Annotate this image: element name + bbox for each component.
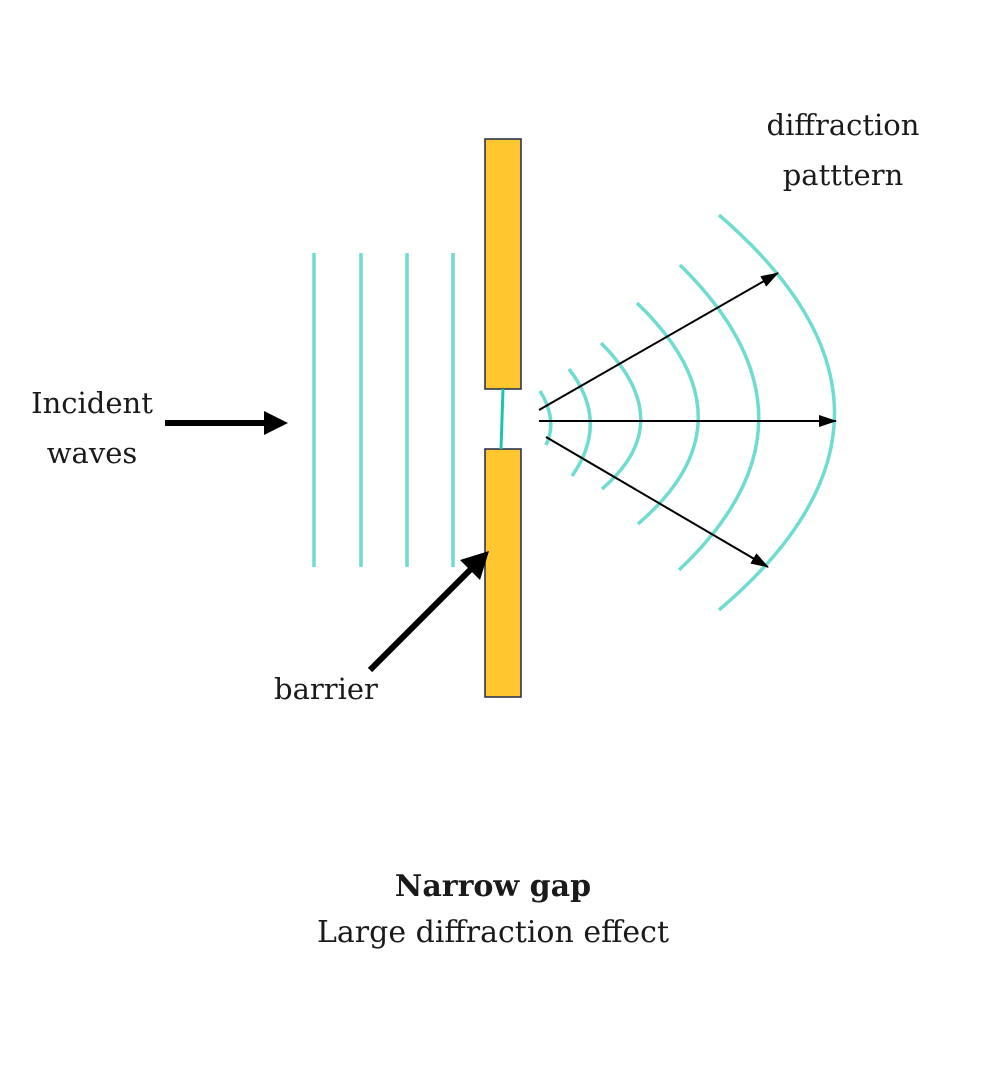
- incident-label-line2: waves: [46, 436, 138, 470]
- diffracted-wavefronts: [538, 213, 837, 612]
- incident-label-line1: Incident: [31, 386, 153, 420]
- direction-arrows: [538, 272, 837, 568]
- caption: Narrow gap Large diffraction effect: [0, 865, 986, 957]
- diffraction-pattern-label: diffraction patttern: [743, 100, 943, 200]
- gap-wavefront: [499, 388, 505, 450]
- barrier-lower: [484, 448, 522, 698]
- diffracted-wavefront: [717, 213, 837, 612]
- incident-waves-label: Incident waves: [20, 378, 164, 478]
- diffracted-wavefront: [599, 341, 643, 491]
- arrow-upper-diagonal: [538, 272, 779, 411]
- diffracted-wavefront: [567, 367, 592, 478]
- incident-arrowhead: [264, 411, 288, 435]
- incident-wavefronts: [312, 253, 455, 567]
- barrier-pointer-arrow: [367, 551, 489, 673]
- diffraction-label-line2: patttern: [782, 158, 904, 192]
- barrier-pointer-arrowhead: [460, 551, 489, 580]
- diffraction-label-line1: diffraction: [766, 108, 920, 142]
- arrow-lower-diagonal: [545, 436, 769, 568]
- diffracted-wavefront: [677, 263, 761, 572]
- diffracted-wavefront: [538, 390, 553, 446]
- diffracted-wavefront: [635, 301, 700, 526]
- barrier-label: barrier: [274, 672, 378, 706]
- incident-arrow: [165, 411, 288, 435]
- caption-subtitle: Large diffraction effect: [316, 915, 670, 950]
- caption-title: Narrow gap: [394, 869, 592, 904]
- barrier-upper: [484, 138, 522, 390]
